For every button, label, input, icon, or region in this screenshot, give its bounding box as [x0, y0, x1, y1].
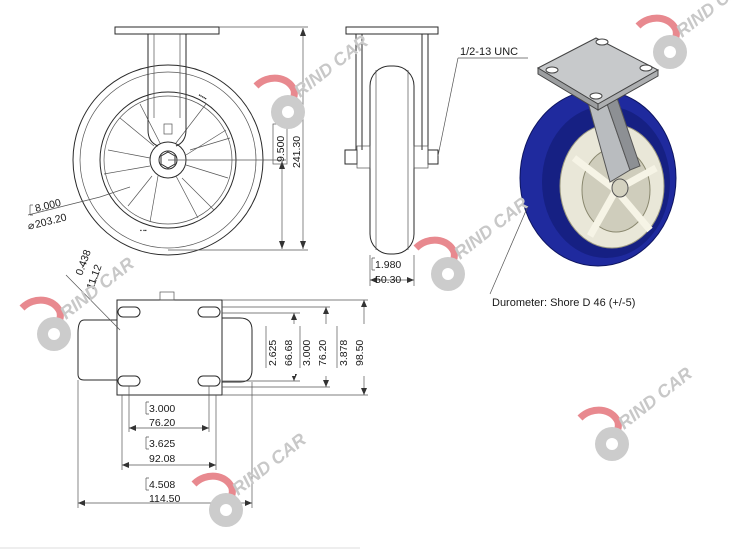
svg-text:RIND CAR: RIND CAR — [672, 0, 736, 41]
h1-in: 3.000 — [149, 403, 175, 415]
svg-text:RIND CAR: RIND CAR — [614, 363, 696, 433]
side-view-dimensions: 9.500 241.30 8.000 203.20 ⌀ — [27, 26, 308, 251]
durometer-label: Durometer: Shore D 46 (+/-5) — [492, 297, 635, 309]
svg-text:⌀: ⌀ — [28, 220, 35, 232]
front-view-dimensions: 1.980 50.30 1/2-13 UNC — [369, 46, 528, 286]
v-outer-in: 3.878 — [338, 340, 350, 366]
h2-in: 3.625 — [149, 438, 175, 450]
front-width-in: 1.980 — [375, 259, 401, 271]
svg-text:▪ ▪▪: ▪ ▪▪ — [140, 228, 147, 234]
svg-text:RIND CAR: RIND CAR — [290, 31, 372, 101]
svg-text:RIND CAR: RIND CAR — [56, 253, 138, 323]
iso-view — [519, 37, 677, 267]
watermark-logo: RIND CAR — [635, 0, 736, 69]
plate-dimensions: 0.438 11.12 2.625 66.68 3.000 76.20 3.87… — [65, 248, 368, 508]
svg-text:RIND CAR: RIND CAR — [228, 429, 310, 499]
h3-in: 4.508 — [149, 479, 175, 491]
side-axle-in: 9.500 — [275, 136, 287, 162]
front-width-mm: 50.30 — [375, 274, 401, 286]
v-mid-mm: 76.20 — [317, 340, 329, 366]
v-mid-in: 3.000 — [301, 340, 313, 366]
watermark-logo: RIND CAR — [413, 193, 532, 291]
front-view — [344, 26, 439, 255]
svg-text:RIND CAR: RIND CAR — [450, 193, 532, 263]
side-height-mm: 241.30 — [291, 136, 303, 168]
watermark-logo: RIND CAR — [577, 363, 696, 461]
v-outer-mm: 98.50 — [354, 340, 366, 366]
v-inner-mm: 66.68 — [283, 340, 295, 366]
thread-callout: 1/2-13 UNC — [460, 46, 518, 58]
side-view: ▪▪▪▪▪ ▪ ▪▪ — [72, 26, 264, 256]
v-inner-in: 2.625 — [267, 340, 279, 366]
h2-mm: 92.08 — [149, 453, 175, 465]
durometer-callout: Durometer: Shore D 46 (+/-5) — [489, 205, 635, 309]
svg-text:▪▪▪▪▪: ▪▪▪▪▪ — [197, 93, 208, 103]
h3-mm: 114.50 — [149, 493, 180, 505]
plate-view — [77, 291, 253, 396]
watermark-logo: RIND CAR — [253, 31, 372, 129]
side-dia-mm: 203.20 — [34, 211, 68, 230]
h1-mm: 76.20 — [149, 417, 175, 429]
